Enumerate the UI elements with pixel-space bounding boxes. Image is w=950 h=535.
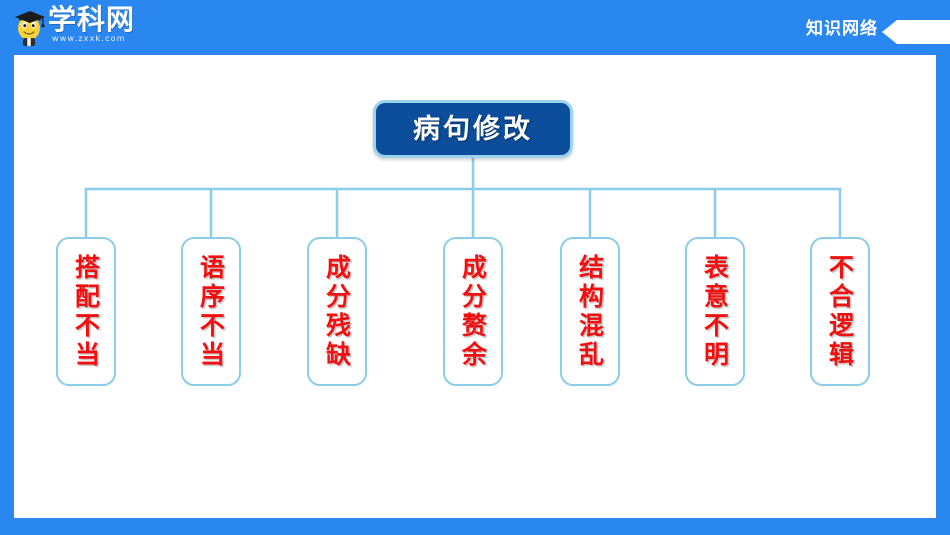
tree-root-label: 病句修改: [413, 113, 533, 145]
tree-leaf-node-6[interactable]: 表意不明: [685, 237, 745, 386]
slide-header: 学科网 www.zxxk.com 知识网络: [0, 0, 950, 55]
section-title: 知识网络: [806, 19, 878, 39]
tree-leaf-node-5[interactable]: 结构混乱: [560, 237, 620, 386]
tree-root-node[interactable]: 病句修改: [373, 100, 573, 158]
graduation-cap-mascot-icon: [15, 11, 45, 46]
brand-url: www.zxxk.com: [52, 34, 126, 43]
tree-leaf-label: 不合逻辑: [825, 253, 855, 370]
tree-leaf-label: 搭配不当: [71, 253, 101, 370]
tree-leaf-node-7[interactable]: 不合逻辑: [810, 237, 870, 386]
tree-leaf-node-2[interactable]: 语序不当: [181, 237, 241, 386]
brand-name: 学科网: [48, 3, 136, 36]
tree-leaf-node-1[interactable]: 搭配不当: [56, 237, 116, 386]
tree-leaf-label: 成分赘余: [458, 253, 488, 370]
pennant-arrow-icon: [882, 20, 950, 44]
tree-leaf-label: 表意不明: [700, 253, 730, 370]
tree-leaf-label: 语序不当: [196, 253, 226, 370]
knowledge-tree-diagram: 病句修改 搭配不当 语序不当 成分残缺 成分赘余 结构混乱 表意不明 不合逻: [14, 55, 936, 518]
brand-logo: 学科网 www.zxxk.com: [10, 3, 134, 47]
tree-leaf-label: 结构混乱: [575, 253, 605, 370]
tree-leaf-label: 成分残缺: [322, 253, 352, 370]
content-panel: 病句修改 搭配不当 语序不当 成分残缺 成分赘余 结构混乱 表意不明 不合逻: [14, 55, 936, 518]
tree-leaf-node-3[interactable]: 成分残缺: [307, 237, 367, 386]
tree-connector-lines: [84, 156, 842, 239]
tree-leaf-node-4[interactable]: 成分赘余: [443, 237, 503, 386]
